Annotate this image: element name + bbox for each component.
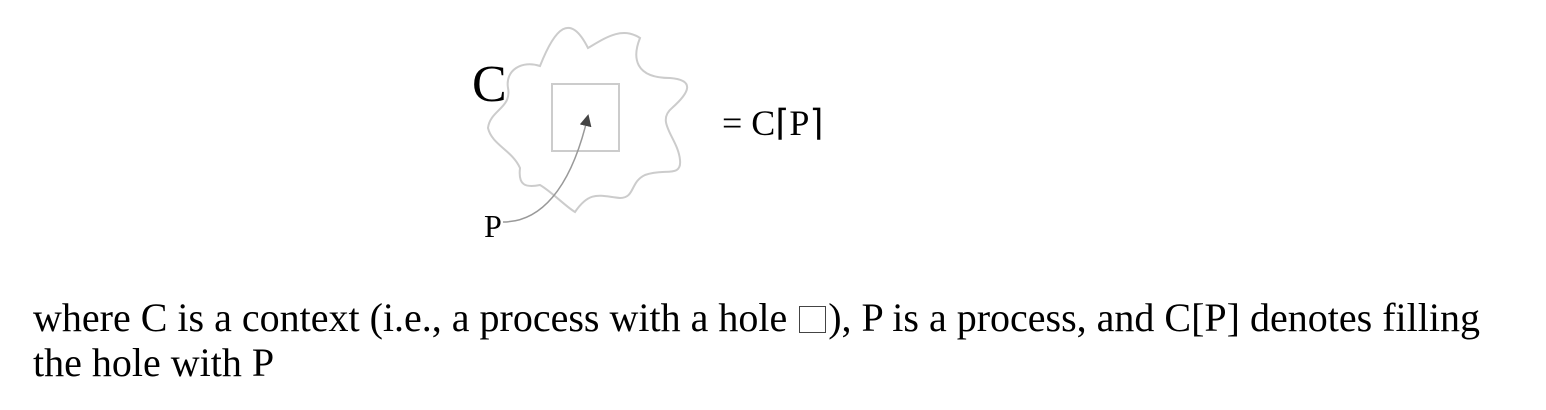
- fill-arrow: [502, 114, 592, 223]
- context-label: C: [472, 56, 507, 113]
- caption-part-1: where C is a context (i.e., a process wi…: [33, 295, 798, 340]
- caption-part-2: ), P is a process, and C[P] denotes fill…: [33, 295, 1480, 385]
- process-label: P: [484, 208, 502, 244]
- equation-label: = C⌈P⌉: [722, 103, 823, 143]
- hole-symbol-icon: [799, 306, 827, 333]
- caption-text: where C is a context (i.e., a process wi…: [33, 295, 1513, 385]
- context-blob-outline: [486, 26, 689, 214]
- context-diagram: C P = C⌈P⌉: [472, 26, 823, 244]
- hole-square: [551, 83, 620, 152]
